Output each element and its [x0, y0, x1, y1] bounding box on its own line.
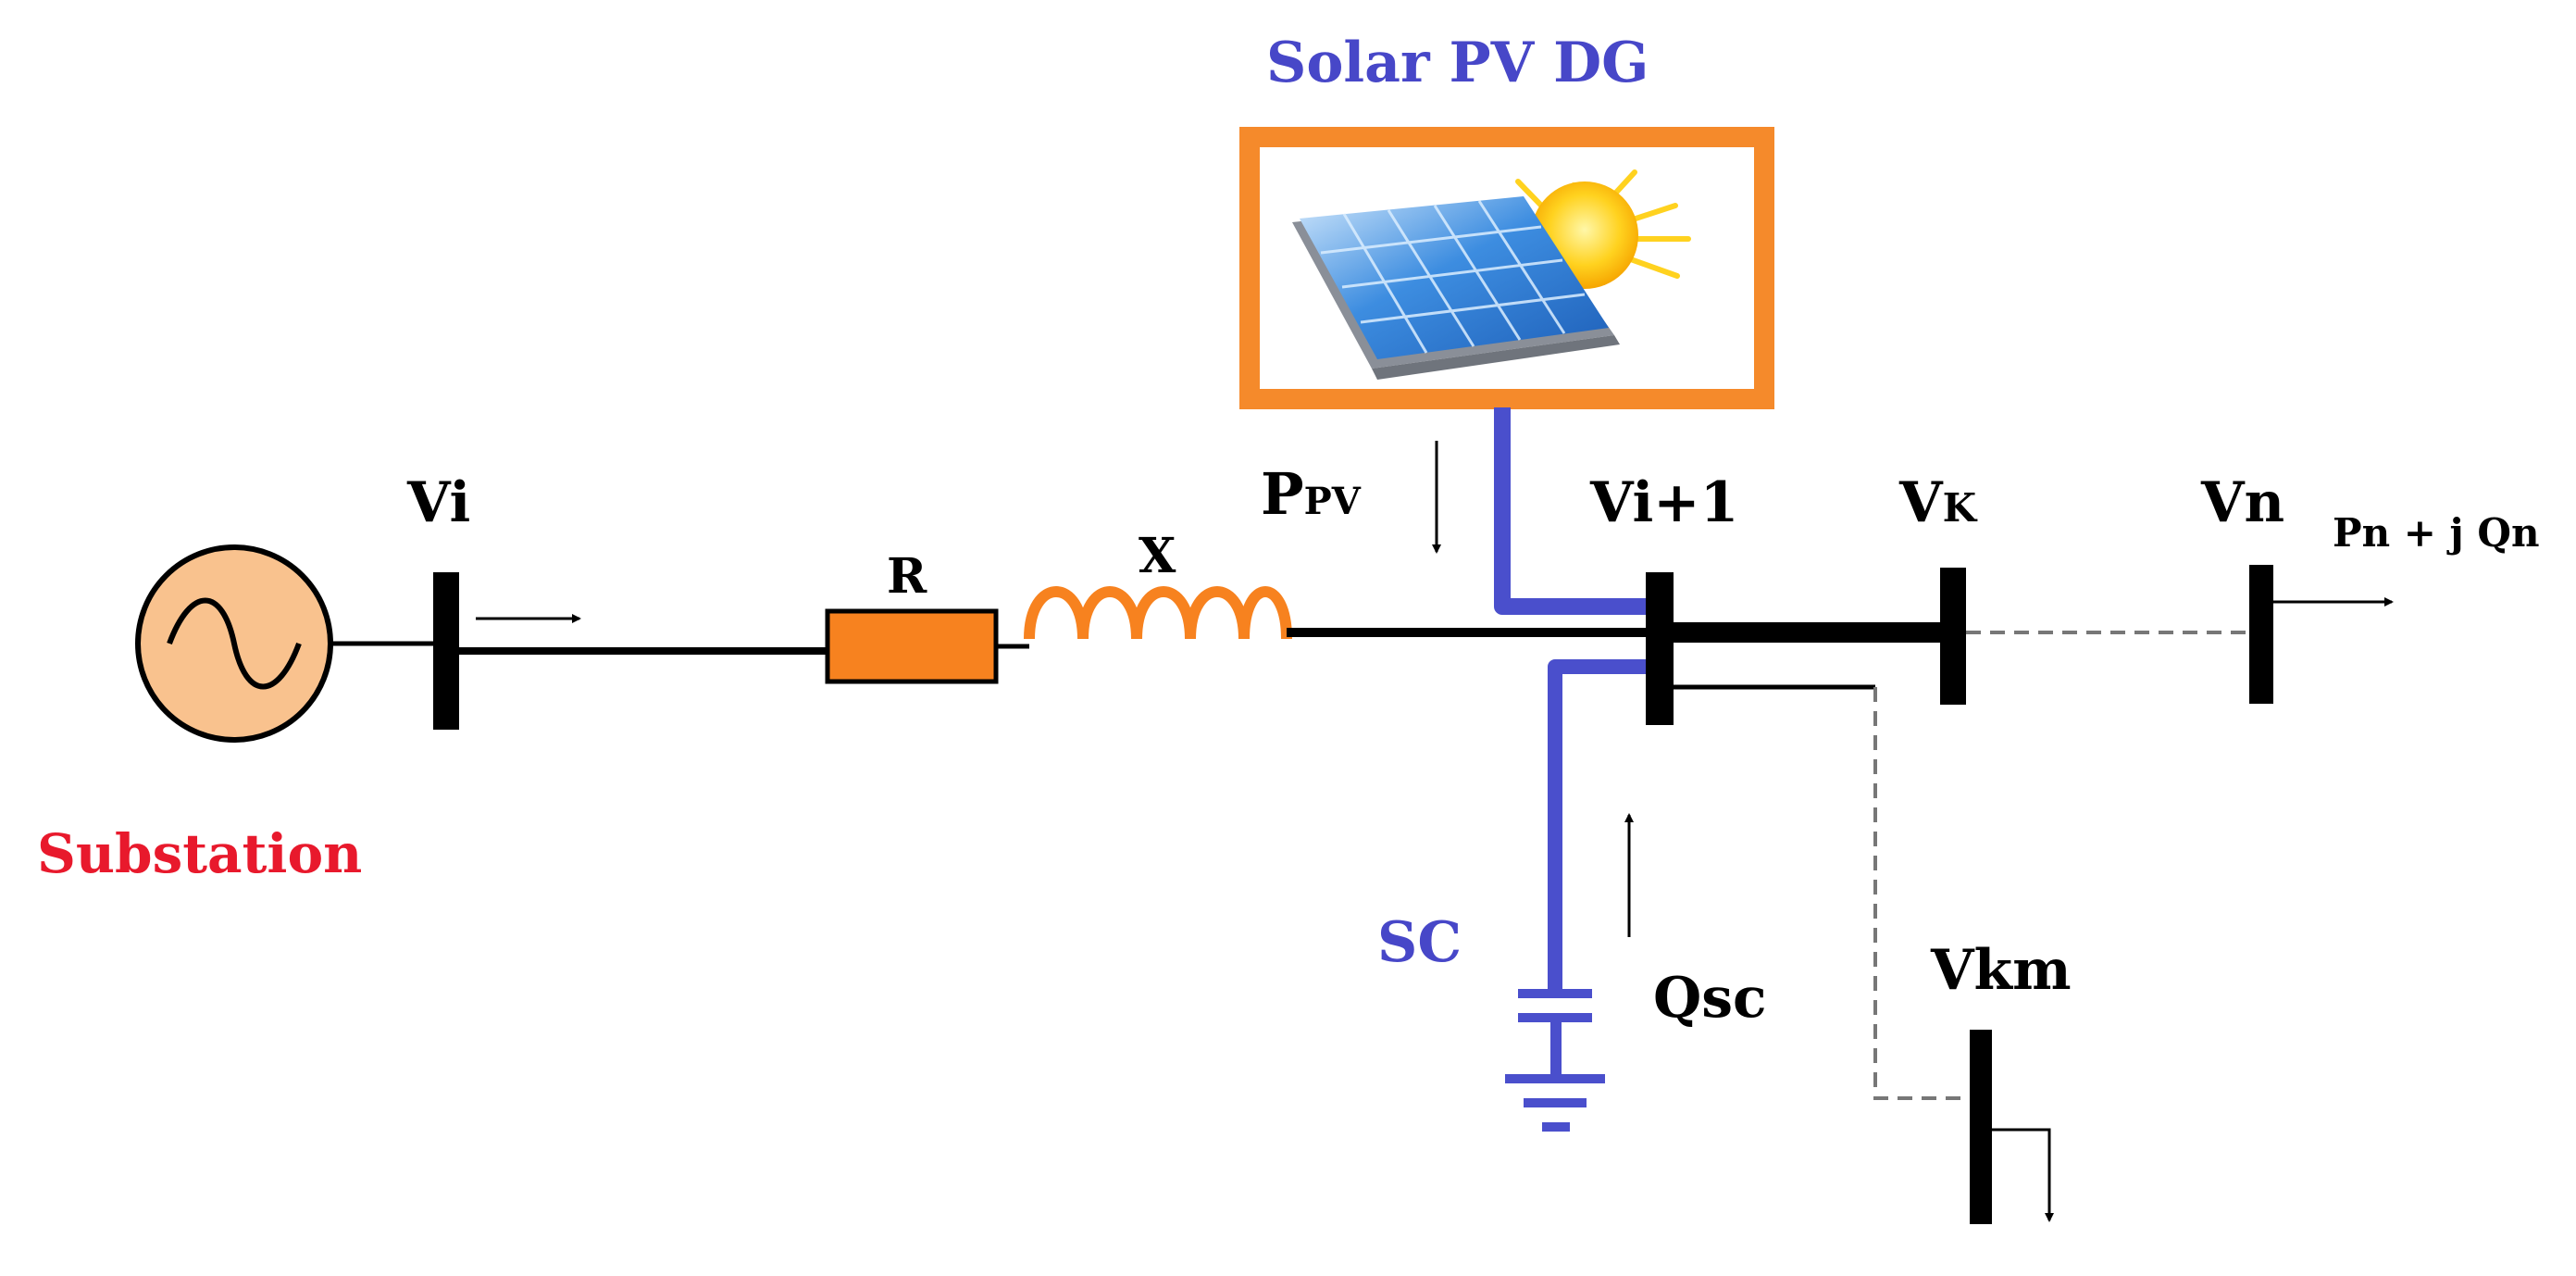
- bus-vk: [1940, 568, 1966, 705]
- bus-vk-label: VK: [1898, 470, 1978, 535]
- inductor: [1024, 586, 1292, 640]
- ac-source-icon: [135, 544, 333, 743]
- sc-conductor: [1548, 659, 1646, 989]
- bus-vkm-label: Vkm: [1930, 938, 2072, 1003]
- solar-pv-dg-box: [1239, 127, 1774, 409]
- sc-label: SC: [1377, 910, 1462, 975]
- bus-vi-label: Vi: [406, 470, 470, 535]
- bus-vn-label: Vn: [2200, 470, 2284, 535]
- resistor-label: R: [887, 548, 927, 605]
- bus-vi-plus-1: [1646, 572, 1674, 725]
- bus-vkm: [1970, 1030, 1992, 1224]
- diagram-title: Solar PV DG: [1266, 31, 1649, 95]
- solar-panel-icon: [1292, 196, 1620, 380]
- lateral-dashed-line: [1873, 687, 1970, 1100]
- qsc-label: Qsc: [1653, 966, 1767, 1031]
- pv-conductor: [1494, 407, 1646, 615]
- resistor: [825, 608, 999, 684]
- ground-icon: [1505, 1074, 1605, 1132]
- load-label: Pn + j Qn: [2333, 510, 2540, 556]
- bus-vi-plus-1-label: Vi+1: [1589, 470, 1738, 535]
- vkm-load-arrow: [1992, 1128, 2054, 1222]
- ppv-label: PPV: [1261, 460, 1362, 528]
- inductor-label: X: [1139, 528, 1176, 584]
- bus-vn: [2249, 565, 2273, 704]
- bus-vi: [433, 572, 459, 730]
- substation-label: Substation: [37, 822, 362, 885]
- capacitor-icon: [1518, 989, 1592, 1080]
